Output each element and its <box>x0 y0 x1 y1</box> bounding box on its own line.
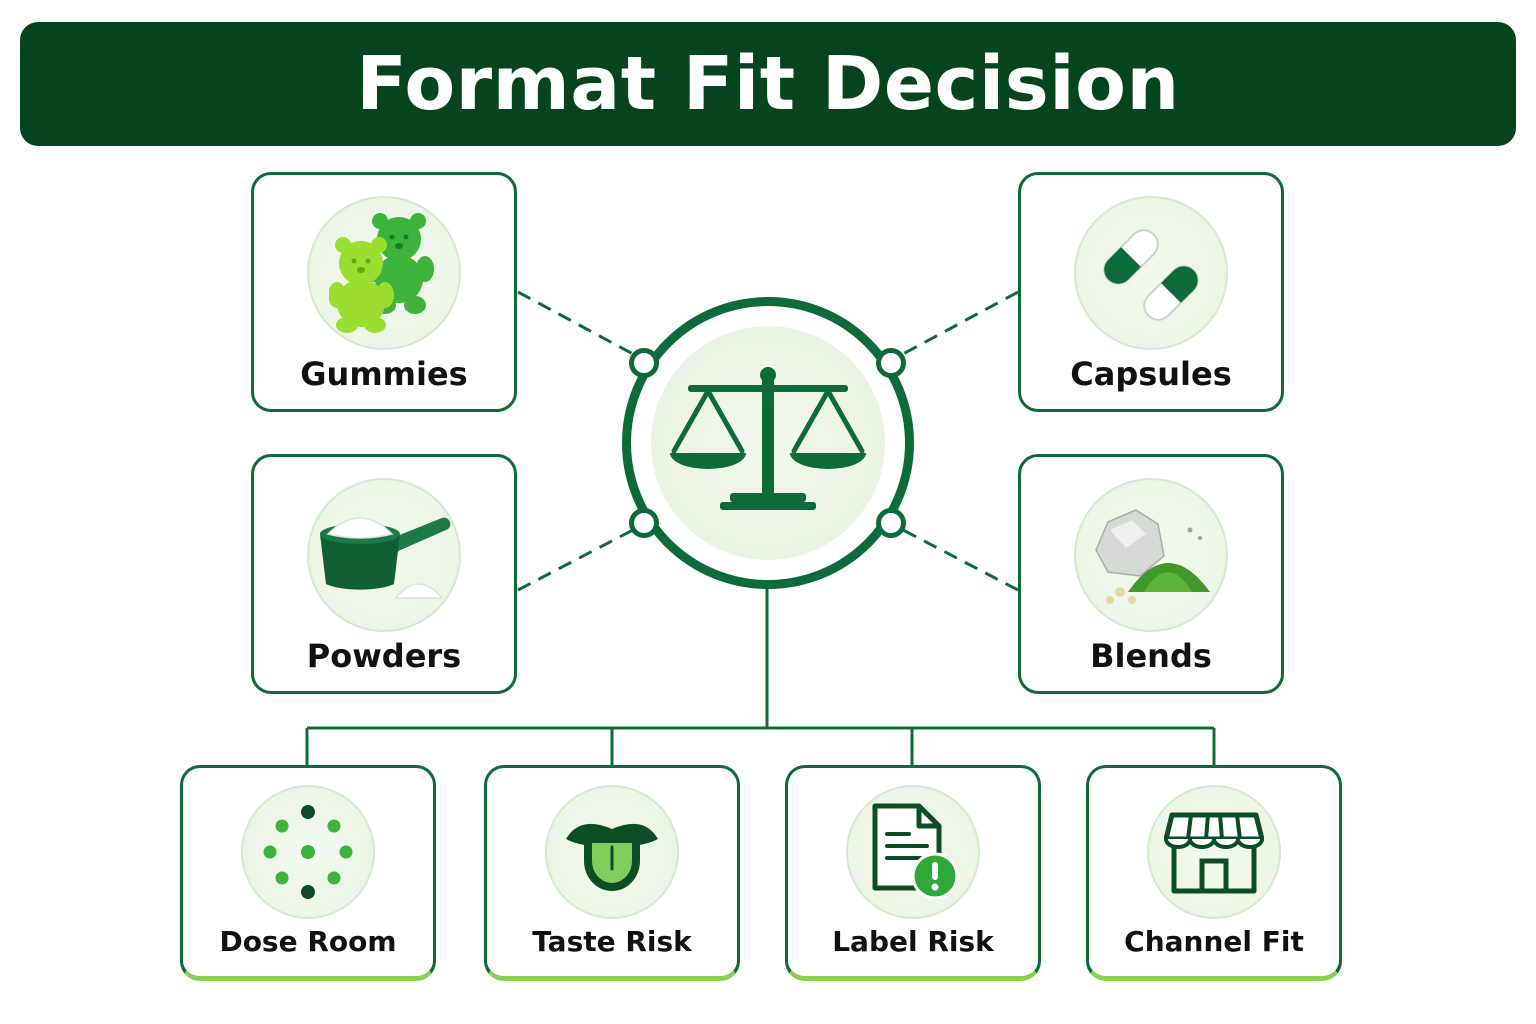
blends-icon-circle <box>1074 478 1228 632</box>
format-label: Capsules <box>1070 355 1232 393</box>
format-label: Powders <box>306 637 462 675</box>
factor-card-label-risk[interactable]: Label Risk <box>785 765 1041 981</box>
dot-circle-icon <box>263 805 353 899</box>
page-title: Format Fit Decision <box>356 41 1180 127</box>
connector-capsules <box>902 290 1019 356</box>
factor-label: Dose Room <box>219 925 397 958</box>
factor-label: Channel Fit <box>1124 925 1304 958</box>
powder-blend-icon <box>1095 509 1210 604</box>
storefront-icon <box>1164 812 1264 894</box>
capsules-icon <box>1103 229 1199 321</box>
format-card-gummies[interactable]: Gummies <box>251 172 517 412</box>
powder-scoop-icon <box>320 517 451 599</box>
tongue-icon <box>566 823 658 891</box>
powders-icon-circle <box>307 478 461 632</box>
connector-powders <box>517 528 634 592</box>
node-bottom-right <box>876 508 906 538</box>
label-risk-icon-circle <box>846 785 980 919</box>
connector-gummies <box>517 290 634 356</box>
decision-hub <box>622 297 914 589</box>
factor-card-taste-risk[interactable]: Taste Risk <box>484 765 740 981</box>
channel-fit-icon-circle <box>1147 785 1281 919</box>
node-top-left <box>629 348 659 378</box>
capsules-icon-circle <box>1074 196 1228 350</box>
taste-risk-icon-circle <box>545 785 679 919</box>
format-card-blends[interactable]: Blends <box>1018 454 1284 694</box>
format-label: Blends <box>1090 637 1212 675</box>
format-card-powders[interactable]: Powders <box>251 454 517 694</box>
format-card-capsules[interactable]: Capsules <box>1018 172 1284 412</box>
gummies-icon-circle <box>307 196 461 350</box>
balance-scale-icon <box>670 367 866 510</box>
factor-card-dose-room[interactable]: Dose Room <box>180 765 436 981</box>
format-label: Gummies <box>300 355 468 393</box>
node-top-right <box>876 348 906 378</box>
decision-hub-inner <box>651 326 885 560</box>
factor-label: Taste Risk <box>532 925 692 958</box>
node-bottom-left <box>629 508 659 538</box>
gummy-bears-icon <box>329 213 434 333</box>
document-alert-icon <box>872 803 959 900</box>
title-banner: Format Fit Decision <box>20 22 1516 146</box>
factor-label: Label Risk <box>832 925 994 958</box>
connector-blends <box>902 528 1019 592</box>
factor-card-channel-fit[interactable]: Channel Fit <box>1086 765 1342 981</box>
dose-room-icon-circle <box>241 785 375 919</box>
